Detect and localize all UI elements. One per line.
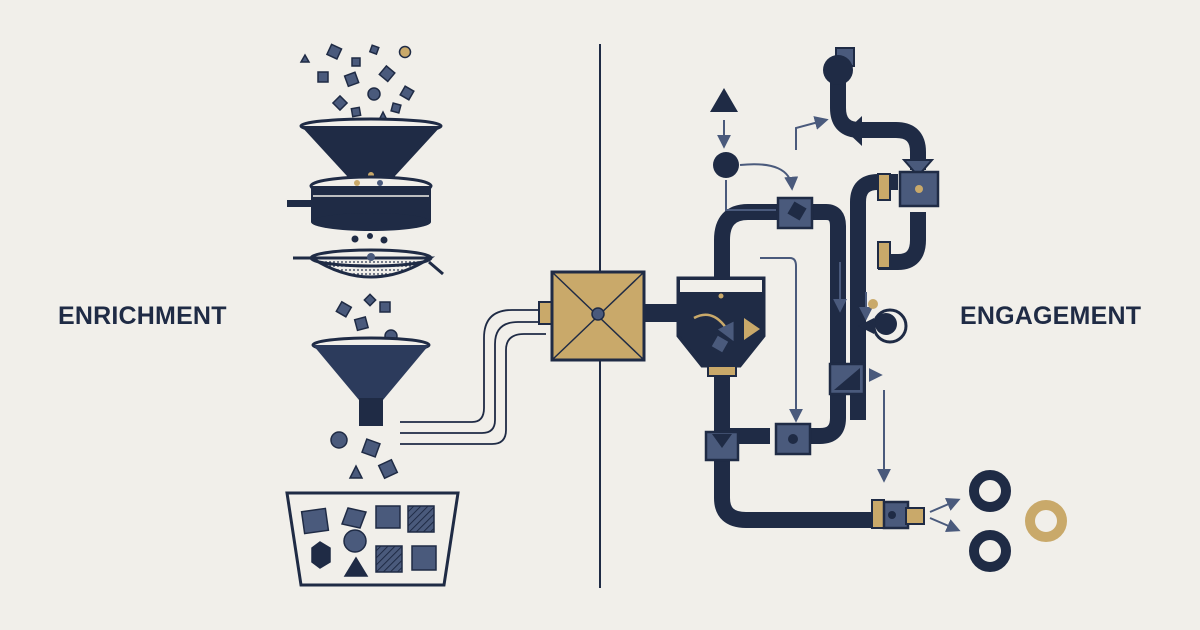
pipe-segment — [846, 116, 862, 146]
ring-icon — [969, 470, 1067, 572]
valve-icon — [704, 422, 812, 462]
tank-icon — [676, 276, 766, 377]
pipe-segment — [644, 304, 680, 322]
falling-shapes-icon — [351, 233, 388, 244]
engagement-label: ENGAGEMENT — [960, 302, 1142, 330]
valve-icon — [871, 499, 925, 530]
control-glyphs — [710, 88, 829, 211]
valve-icon — [776, 196, 814, 230]
funnel-icon — [311, 336, 431, 426]
valve-icon — [877, 241, 891, 269]
falling-shapes-icon — [335, 293, 398, 343]
flow-arrows — [760, 257, 891, 483]
hopper-icon — [299, 117, 443, 182]
bin-icon — [285, 491, 460, 587]
valve-icon — [858, 299, 908, 344]
sieve-icon — [293, 248, 444, 279]
drum-icon — [287, 175, 433, 231]
valve-icon — [877, 159, 940, 208]
junction-box-icon — [538, 270, 646, 362]
falling-shapes-icon — [330, 431, 399, 480]
flow-arrows — [929, 497, 961, 533]
valve-icon — [823, 47, 855, 85]
enrichment-label: ENRICHMENT — [58, 302, 227, 330]
conveyor-lines — [400, 309, 546, 445]
valve-icon — [828, 362, 866, 396]
falling-shapes-icon — [299, 43, 415, 121]
